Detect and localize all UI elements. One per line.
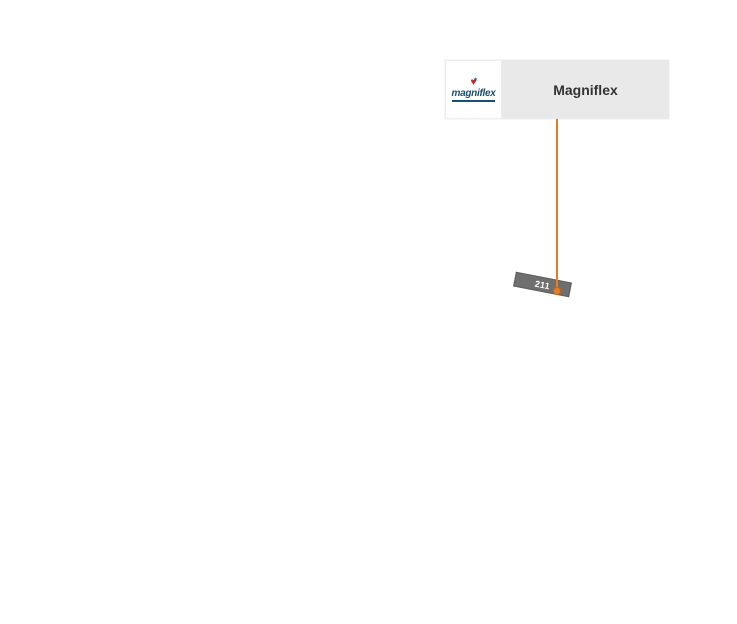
exhibitor-callout-body: Magniflex — [502, 60, 669, 119]
exhibitor-name: Magniflex — [553, 81, 618, 98]
heart-icon: ♥✶ — [470, 76, 479, 88]
callout-leader-line — [556, 119, 558, 290]
spark-icon: ✶ — [472, 76, 479, 84]
booth-marker[interactable]: 211 — [513, 271, 572, 298]
booth-location-dot-icon[interactable] — [553, 287, 561, 295]
logo-wordmark: magniflex — [451, 88, 496, 102]
exhibitor-logo: ♥✶ magniflex — [445, 60, 502, 119]
exhibitor-callout[interactable]: ♥✶ magniflex Magniflex — [445, 60, 669, 119]
booth-number-label: 211 — [534, 278, 551, 291]
